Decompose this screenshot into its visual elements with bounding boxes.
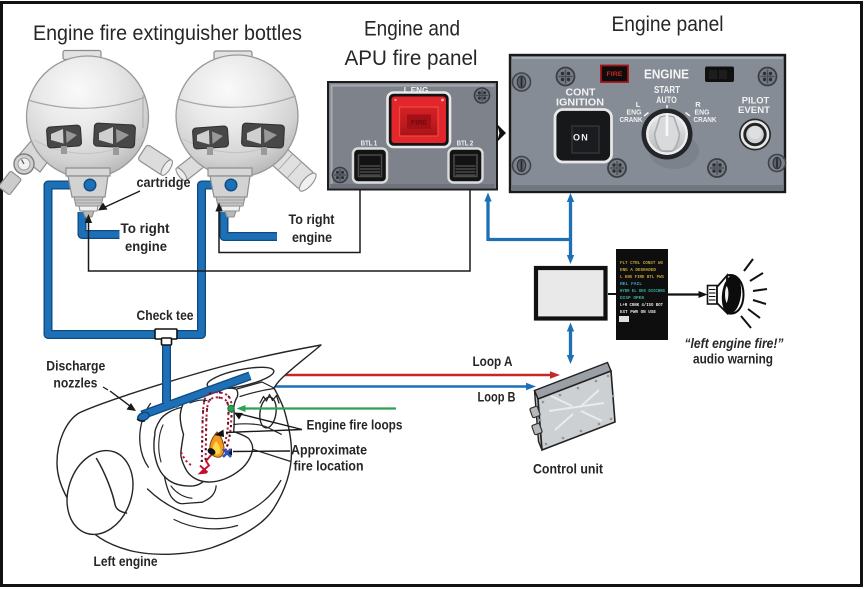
svg-text:nozzles: nozzles [53, 376, 97, 391]
svg-text:Control unit: Control unit [533, 462, 603, 477]
svg-text:CONT: CONT [566, 88, 596, 99]
svg-text:L ENG FIRE BTL PWS: L ENG FIRE BTL PWS [620, 274, 664, 280]
svg-text:EXT PWR ON USE: EXT PWR ON USE [620, 309, 656, 315]
svg-text:Approximate: Approximate [291, 443, 367, 458]
svg-text:CRANK: CRANK [694, 115, 717, 124]
svg-text:ENG: ENG [627, 108, 642, 117]
svg-text:EVENT: EVENT [738, 105, 771, 115]
svg-text:ENGINE: ENGINE [644, 67, 689, 82]
svg-text:ON: ON [573, 133, 589, 143]
svg-text:R: R [695, 100, 701, 109]
svg-text:L+R CRNK 4/ISO BOT: L+R CRNK 4/ISO BOT [620, 302, 663, 308]
svg-text:FLT CTRL CONST WG: FLT CTRL CONST WG [620, 260, 663, 266]
svg-text:Engine panel: Engine panel [612, 13, 724, 36]
svg-text:ENG: ENG [695, 108, 710, 117]
svg-text:To right: To right [289, 212, 335, 227]
svg-text:CRANK: CRANK [620, 115, 643, 124]
svg-text:Check tee: Check tee [137, 308, 194, 323]
svg-text:cartridge: cartridge [137, 175, 191, 190]
svg-text:START: START [654, 85, 680, 96]
svg-text:fire location: fire location [294, 459, 364, 474]
svg-text:FIRE: FIRE [607, 72, 623, 78]
svg-text:BTL 2: BTL 2 [457, 141, 474, 148]
svg-text:DISP OPEN: DISP OPEN [620, 295, 644, 301]
svg-text:HYDR EL DEG DISCHRG: HYDR EL DEG DISCHRG [620, 288, 665, 294]
svg-text:audio warning: audio warning [693, 352, 773, 367]
svg-text:PILOT: PILOT [742, 96, 770, 106]
svg-text:AUTO: AUTO [656, 95, 677, 105]
svg-text:Left engine: Left engine [94, 554, 158, 569]
svg-text:REL FAIL: REL FAIL [620, 281, 642, 287]
svg-text:engine: engine [125, 239, 167, 254]
svg-text:Engine fire extinguisher bottl: Engine fire extinguisher bottles [33, 22, 302, 45]
svg-text:ENG A DEGRADED: ENG A DEGRADED [620, 267, 656, 273]
svg-text:Loop B: Loop B [478, 390, 516, 405]
svg-text:L ENG: L ENG [404, 86, 429, 95]
svg-text:Loop A: Loop A [473, 354, 513, 369]
svg-text:FIRE: FIRE [411, 121, 427, 127]
svg-text:Engine and: Engine and [364, 18, 460, 41]
svg-text:engine: engine [292, 230, 332, 245]
svg-text:Discharge: Discharge [46, 359, 105, 374]
svg-text:BTL 1: BTL 1 [361, 141, 378, 148]
svg-text:To right: To right [121, 221, 171, 236]
svg-text:L: L [636, 100, 641, 109]
svg-text:Engine fire loops: Engine fire loops [307, 418, 403, 433]
svg-text:IGNITION: IGNITION [556, 98, 604, 109]
svg-text:APU fire panel: APU fire panel [345, 47, 478, 70]
svg-text:“left engine fire!”: “left engine fire!” [685, 336, 784, 351]
